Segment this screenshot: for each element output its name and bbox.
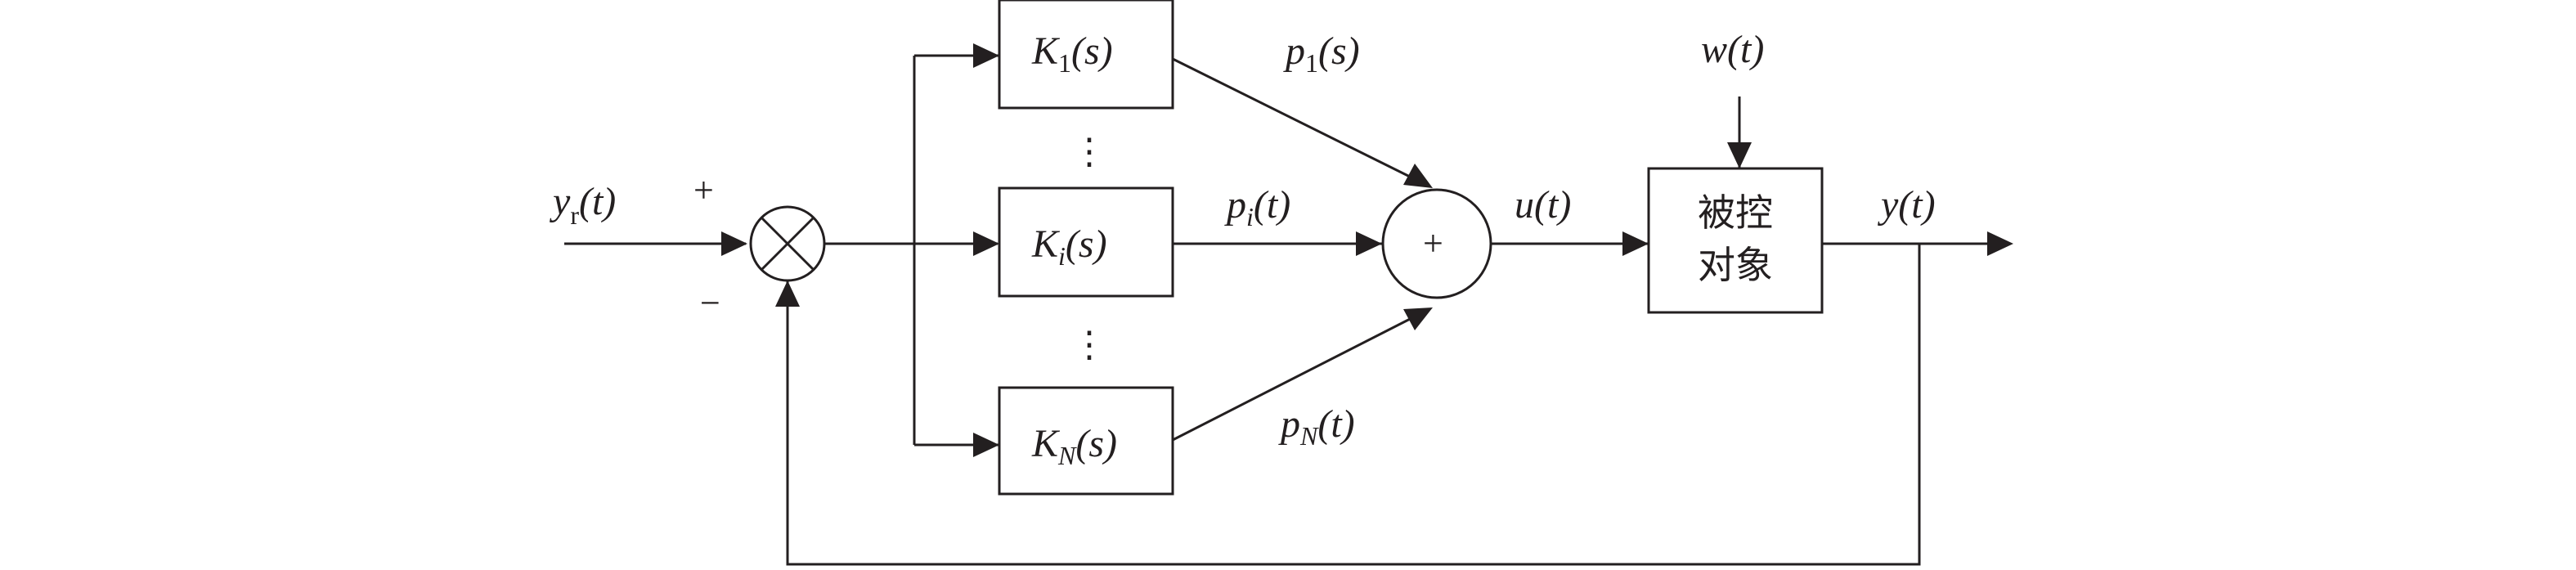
plant-label-line1: 被控 <box>1698 191 1773 235</box>
output-label-n: pN(t) <box>1278 402 1355 451</box>
input-label: yr(t) <box>549 180 616 230</box>
adder-sign: + <box>1423 223 1443 263</box>
plant-label-line2: 对象 <box>1698 243 1773 287</box>
controller-block-1: K1(s) <box>998 0 1174 110</box>
output-arrow-1 <box>1403 164 1433 188</box>
arrow-mid <box>973 231 999 256</box>
controller-block-n: KN(s) <box>998 386 1174 496</box>
feedback-arrow <box>775 281 800 307</box>
disturbance-arrow <box>1727 142 1752 168</box>
ellipsis-lower: ⋮ <box>1071 325 1107 365</box>
plant-block: 被控 对象 <box>1647 167 1824 314</box>
output-label-1: p1(s) <box>1283 29 1360 78</box>
output-line-1 <box>1172 57 1420 183</box>
arrow-top <box>973 43 999 68</box>
controller-label-1: K1(s) <box>1031 29 1113 78</box>
plus-sign: + <box>693 170 714 210</box>
controller-label-n: KN(s) <box>1031 422 1117 470</box>
input-arrow <box>721 231 747 256</box>
output-arrow-i <box>1356 231 1382 256</box>
output-label-i: pi(t) <box>1224 183 1290 231</box>
disturbance-label: w(t) <box>1701 28 1764 71</box>
output-arrow-n <box>1403 307 1433 330</box>
ellipsis-upper: ⋮ <box>1071 132 1107 172</box>
controller-block-i: Ki(s) <box>998 186 1174 298</box>
controller-label-i: Ki(s) <box>1031 222 1107 271</box>
arrow-bottom <box>973 433 999 457</box>
output-arrow <box>1987 231 2013 256</box>
control-signal-label: u(t) <box>1515 183 1571 227</box>
feedback-line <box>786 244 1921 566</box>
output-line-n <box>1172 312 1420 442</box>
minus-sign: − <box>700 283 720 323</box>
summing-junction <box>749 205 826 282</box>
control-arrow <box>1622 231 1649 256</box>
output-label: y(t) <box>1877 183 1936 227</box>
